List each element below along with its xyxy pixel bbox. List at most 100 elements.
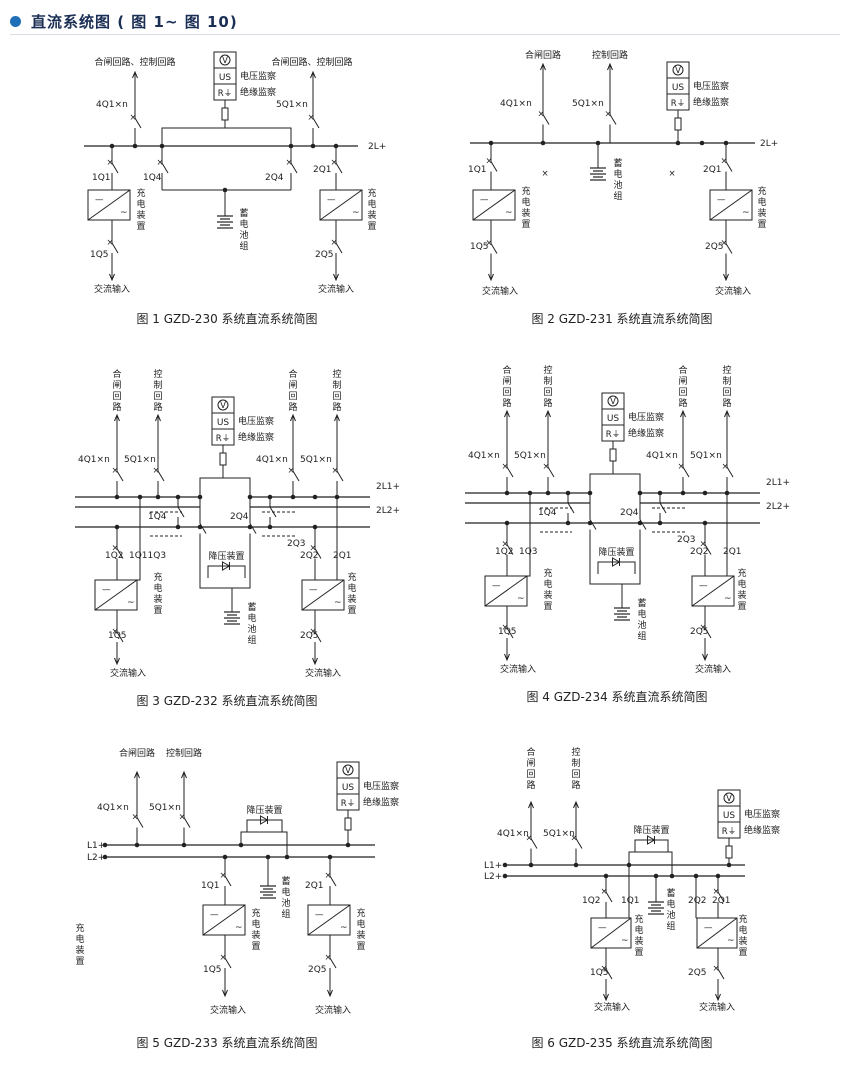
label: 2Q3 bbox=[677, 535, 696, 545]
junction-dot bbox=[573, 862, 579, 868]
section-title: 直流系统图 ( 图 1~ 图 10) bbox=[31, 12, 238, 31]
wire bbox=[507, 493, 531, 577]
label: 2Q1 bbox=[712, 896, 731, 906]
bullet-icon bbox=[10, 15, 21, 27]
figure-caption: 图 2 GZD-231 系统直流系统简图 bbox=[531, 312, 712, 326]
charger-diagonal bbox=[307, 904, 351, 936]
junction-dot bbox=[726, 862, 732, 868]
switch-mark: × bbox=[604, 110, 611, 120]
label: 2Q1 bbox=[305, 881, 324, 891]
switch-blade bbox=[111, 162, 119, 174]
switch-blade bbox=[116, 631, 124, 643]
label: 1Q5 bbox=[203, 965, 222, 975]
switch-blade bbox=[506, 544, 514, 555]
junction-dot bbox=[155, 494, 161, 500]
us-label: US bbox=[723, 811, 736, 821]
switch-blade bbox=[605, 891, 613, 903]
dc-symbol: — bbox=[598, 923, 607, 933]
switch-mark: × bbox=[485, 239, 492, 249]
switch-blade bbox=[609, 114, 617, 125]
arrow-icon bbox=[603, 993, 609, 1002]
wire bbox=[240, 831, 288, 857]
vertical-label: 控制回路 bbox=[571, 746, 580, 791]
voltmeter-label: V bbox=[610, 397, 616, 407]
arrow-icon bbox=[222, 989, 228, 998]
vertical-label: 控制回路 bbox=[543, 364, 552, 409]
switch-mark: × bbox=[307, 113, 314, 123]
insulation-monitor-label: 绝缘监察 bbox=[363, 796, 399, 808]
wire bbox=[117, 497, 141, 581]
ac-symbol: ~ bbox=[235, 923, 243, 933]
label: 2Q4 bbox=[230, 512, 249, 522]
wire bbox=[246, 819, 283, 832]
switch-blade bbox=[249, 523, 257, 534]
voltmeter-icon bbox=[217, 399, 229, 411]
switch-blade bbox=[116, 470, 124, 482]
switch-mark: × bbox=[699, 540, 706, 550]
switch-blade bbox=[726, 466, 734, 478]
label: 4Q1×n bbox=[97, 803, 129, 813]
label: 2Q2 bbox=[690, 547, 709, 557]
insulation-monitor-label: 绝缘监察 bbox=[238, 431, 274, 443]
step-down-label: 降压装置 bbox=[633, 824, 669, 836]
switch-mark: × bbox=[699, 623, 706, 633]
voltmeter-icon bbox=[607, 395, 619, 407]
bus-label: L2+ bbox=[87, 853, 105, 863]
label: 交流输入 bbox=[94, 283, 130, 295]
diode-icon bbox=[647, 835, 656, 845]
label: 2Q1 bbox=[703, 165, 722, 175]
switch-mark: × bbox=[600, 887, 607, 897]
section-header: 直流系统图 ( 图 1~ 图 10) bbox=[10, 8, 238, 34]
junction-dot bbox=[114, 494, 120, 500]
switch-mark: × bbox=[570, 834, 577, 844]
label: 2Q3 bbox=[287, 539, 306, 549]
bus-label: 2L+ bbox=[760, 139, 778, 149]
wire bbox=[589, 473, 641, 493]
bus-label: 2L1+ bbox=[376, 482, 400, 492]
switch-mark: × bbox=[111, 466, 118, 476]
label: 合闸回路 bbox=[119, 747, 155, 759]
switch-mark: × bbox=[309, 627, 316, 637]
r-ground-label: R⏚ bbox=[722, 827, 736, 837]
vertical-label: 蓄电池组 bbox=[247, 601, 256, 646]
label: 1Q11Q3 bbox=[129, 551, 166, 561]
ac-symbol: ~ bbox=[517, 594, 525, 604]
label: 交流输入 bbox=[318, 283, 354, 295]
arrow-icon bbox=[488, 273, 494, 282]
dc-symbol: — bbox=[327, 195, 336, 205]
switch-mark: × bbox=[131, 813, 138, 823]
r-ground-label: R⏚ bbox=[341, 799, 355, 809]
vertical-label: 控制回路 bbox=[153, 368, 162, 413]
vertical-label: 充电装置 bbox=[521, 185, 530, 230]
insulation-monitor-label: 绝缘监察 bbox=[240, 86, 276, 98]
us-label: US bbox=[219, 73, 232, 83]
junction-dot bbox=[502, 873, 508, 879]
voltmeter-icon bbox=[723, 792, 735, 804]
wire bbox=[207, 565, 246, 578]
switch-blade bbox=[136, 817, 144, 828]
arrow-icon bbox=[109, 273, 115, 282]
switch-blade bbox=[682, 466, 690, 478]
us-label: US bbox=[607, 414, 620, 424]
wire bbox=[705, 493, 728, 577]
wire bbox=[161, 127, 292, 146]
vertical-label: 蓄电池组 bbox=[613, 157, 622, 202]
insulation-monitor-label: 绝缘监察 bbox=[744, 824, 780, 836]
label: 2Q5 bbox=[300, 631, 319, 641]
label: 交流输入 bbox=[482, 285, 518, 297]
switch-mark: × bbox=[106, 158, 113, 168]
voltmeter-icon bbox=[219, 54, 231, 66]
switch-blade bbox=[639, 519, 647, 530]
junction-dot bbox=[680, 490, 686, 496]
label: 1Q2 bbox=[105, 551, 124, 561]
ac-symbol: ~ bbox=[505, 208, 513, 218]
bus-label: 2L2+ bbox=[376, 506, 400, 516]
label: 1Q4 bbox=[538, 508, 557, 518]
switch-mark: × bbox=[330, 158, 337, 168]
switch-blade bbox=[506, 627, 514, 639]
voltage-monitor-label: 电压监察 bbox=[693, 80, 729, 92]
label: 1Q3 bbox=[519, 547, 538, 557]
label: 2Q1 bbox=[333, 551, 352, 561]
charger-diagonal bbox=[696, 917, 738, 949]
